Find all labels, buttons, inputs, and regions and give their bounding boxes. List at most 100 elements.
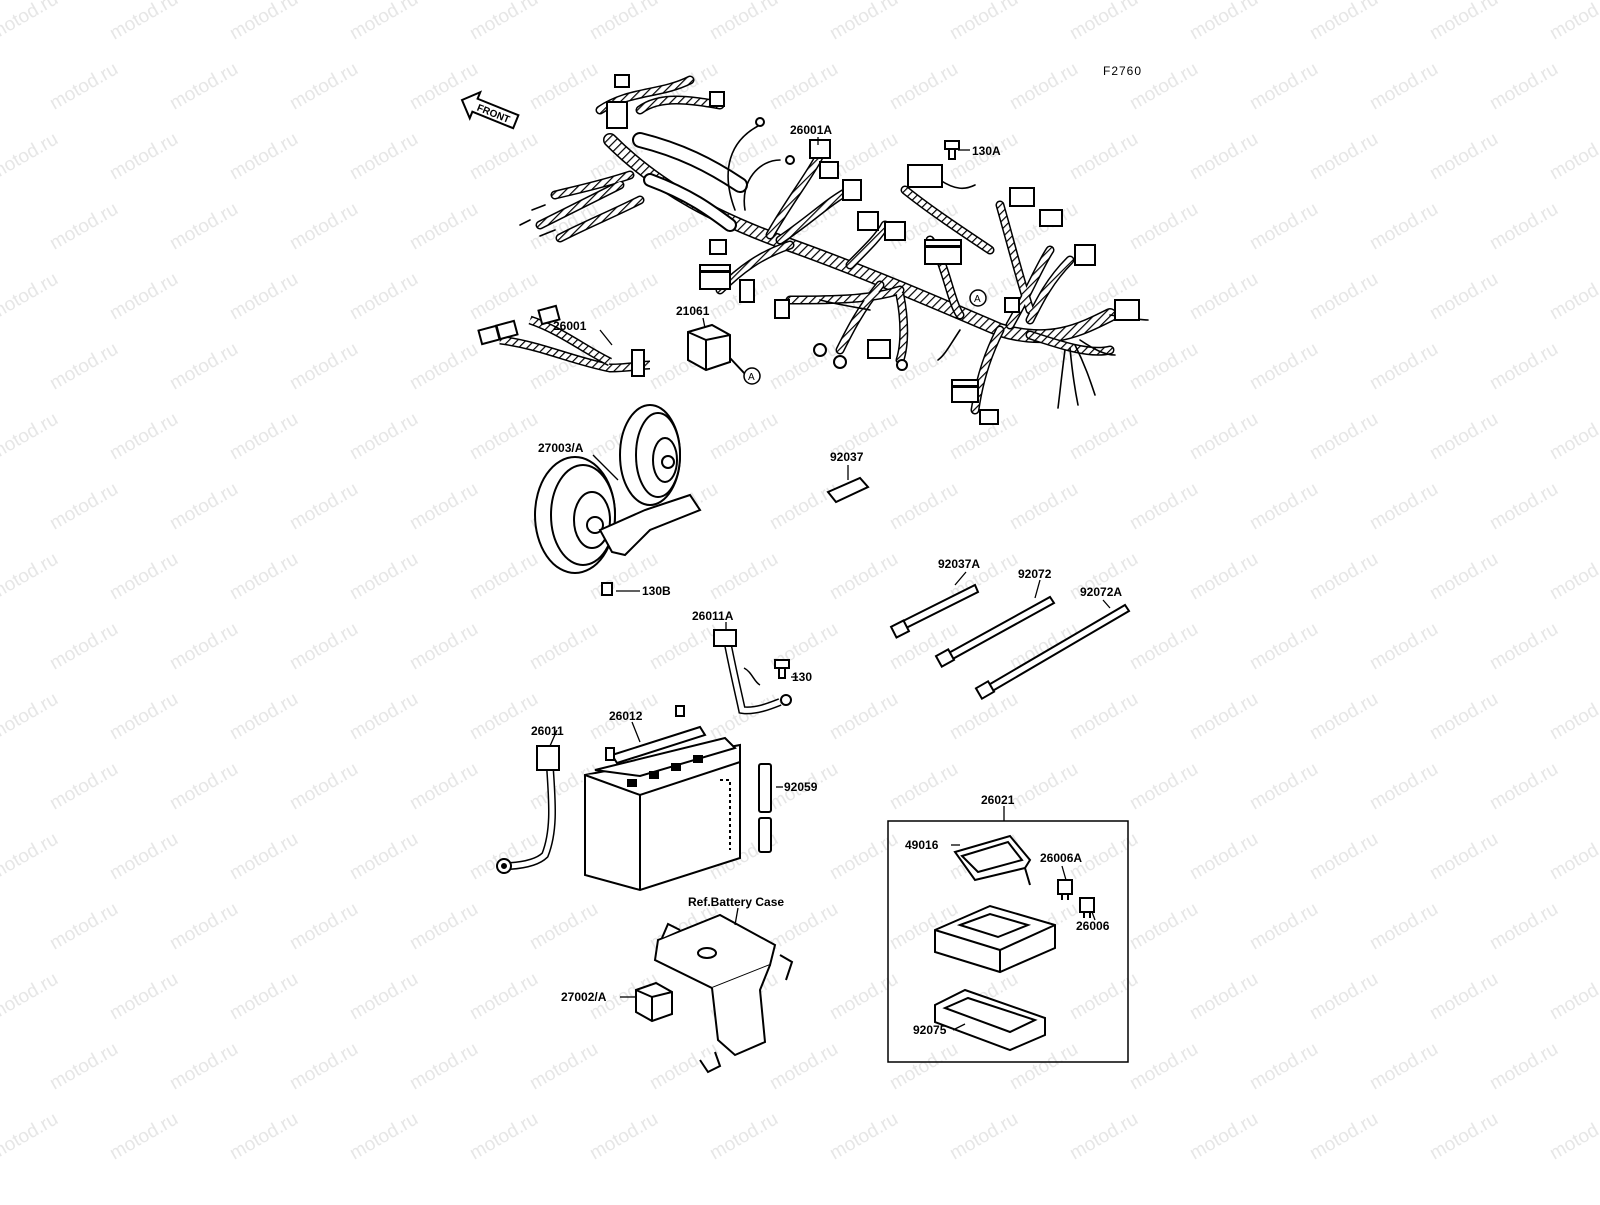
watermark-text: motod.ru xyxy=(1546,269,1600,325)
watermark-text: motod.ru xyxy=(1306,0,1381,44)
watermark-text: motod.ru xyxy=(226,129,301,185)
watermark-text: motod.ru xyxy=(1066,1109,1141,1165)
breather-tube-92059 xyxy=(758,763,772,853)
watermark-text: motod.ru xyxy=(646,619,721,675)
bolt-130 xyxy=(774,659,790,679)
watermark-text: motod.ru xyxy=(46,339,121,395)
watermark-text: motod.ru xyxy=(1246,199,1321,255)
watermark-text: motod.ru xyxy=(1246,899,1321,955)
watermark-text: motod.ru xyxy=(286,619,361,675)
watermark-text: motod.ru xyxy=(1486,1039,1561,1095)
watermark-text: motod.ru xyxy=(406,899,481,955)
watermark-text: motod.ru xyxy=(1366,619,1441,675)
watermark-text: motod.ru xyxy=(346,1109,421,1165)
watermark-text: motod.ru xyxy=(286,899,361,955)
watermark-text: motod.ru xyxy=(106,1109,181,1165)
watermark-text: motod.ru xyxy=(886,59,961,115)
watermark-text: motod.ru xyxy=(106,269,181,325)
watermark-text: motod.ru xyxy=(166,199,241,255)
label-26006: 26006 xyxy=(1076,919,1110,933)
label-26021: 26021 xyxy=(981,793,1015,807)
watermark-text: motod.ru xyxy=(1006,619,1081,675)
watermark-text: motod.ru xyxy=(46,199,121,255)
watermark-text: motod.ru xyxy=(1126,1039,1201,1095)
label-26011: 26011 xyxy=(531,724,564,738)
watermark-text: motod.ru xyxy=(886,479,961,535)
watermark-text: motod.ru xyxy=(826,829,901,885)
watermark-text: motod.ru xyxy=(766,59,841,115)
label-26001: 26001 xyxy=(553,319,587,333)
watermark-text: motod.ru xyxy=(1366,759,1441,815)
watermark-text: motod.ru xyxy=(1126,899,1201,955)
watermark-text: motod.ru xyxy=(0,829,62,885)
sub-harness-26001 xyxy=(477,304,651,377)
watermark-text: motod.ru xyxy=(466,0,541,44)
watermark-text: motod.ru xyxy=(766,1039,841,1095)
watermark-text: motod.ru xyxy=(706,1109,781,1165)
watermark-text: motod.ru xyxy=(226,269,301,325)
watermark-text: motod.ru xyxy=(1246,59,1321,115)
watermark-text: motod.ru xyxy=(0,269,62,325)
watermark-text: motod.ru xyxy=(586,269,661,325)
watermark-text: motod.ru xyxy=(286,339,361,395)
watermark-text: motod.ru xyxy=(346,689,421,745)
watermark-text: motod.ru xyxy=(946,0,1021,44)
label-92072: 92072 xyxy=(1018,567,1052,581)
watermark-text: motod.ru xyxy=(406,759,481,815)
watermark-text: motod.ru xyxy=(1366,339,1441,395)
watermark-text: motod.ru xyxy=(166,59,241,115)
band-92072 xyxy=(934,595,1056,669)
watermark-text: motod.ru xyxy=(46,59,121,115)
watermark-text: motod.ru xyxy=(1546,969,1600,1025)
ref-marker-a-1 xyxy=(743,367,761,385)
watermark-text: motod.ru xyxy=(1546,409,1600,465)
fuse-box-group-frame xyxy=(887,820,1129,1063)
watermark-text: motod.ru xyxy=(766,479,841,535)
watermark-text: motod.ru xyxy=(1126,759,1201,815)
watermark-text: motod.ru xyxy=(166,1039,241,1095)
label-a-1: A xyxy=(748,372,755,383)
label-49016: 49016 xyxy=(905,838,939,852)
watermark-text: motod.ru xyxy=(406,479,481,535)
band-92072a xyxy=(974,603,1131,701)
battery-26012 xyxy=(584,705,741,892)
watermark-text: motod.ru xyxy=(226,409,301,465)
watermark-text: motod.ru xyxy=(1546,829,1600,885)
watermark-text: motod.ru xyxy=(1306,409,1381,465)
watermark-text: motod.ru xyxy=(406,339,481,395)
watermark-text: motod.ru xyxy=(1306,829,1381,885)
watermark-text: motod.ru xyxy=(1366,479,1441,535)
watermark-text: motod.ru xyxy=(226,689,301,745)
leader-lines xyxy=(549,137,1111,1031)
watermark-text: motod.ru xyxy=(1186,1109,1261,1165)
watermark-text: motod.ru xyxy=(946,1109,1021,1165)
watermark-text: motod.ru xyxy=(826,689,901,745)
fuse-26006 xyxy=(1079,897,1095,918)
label-92037a: 92037A xyxy=(938,557,980,571)
watermark-text: motod.ru xyxy=(466,829,541,885)
main-wiring-harness xyxy=(519,74,1149,425)
watermark-text: motod.ru xyxy=(1306,129,1381,185)
watermark-text: motod.ru xyxy=(0,409,62,465)
watermark-text: motod.ru xyxy=(1426,409,1501,465)
watermark-text: motod.ru xyxy=(466,409,541,465)
label-130a: 130A xyxy=(972,144,1001,158)
watermark-text: motod.ru xyxy=(1186,549,1261,605)
watermark-text: motod.ru xyxy=(46,899,121,955)
watermark-text: motod.ru xyxy=(106,409,181,465)
watermark-text: motod.ru xyxy=(406,199,481,255)
watermark-text: motod.ru xyxy=(526,59,601,115)
watermark-text: motod.ru xyxy=(526,899,601,955)
watermark-text: motod.ru xyxy=(1486,899,1561,955)
label-ref-battery-case: Ref.Battery Case xyxy=(688,895,784,909)
watermark-text: motod.ru xyxy=(0,969,62,1025)
watermark-text: motod.ru xyxy=(346,829,421,885)
watermark-text: motod.ru xyxy=(1486,759,1561,815)
watermark-text: motod.ru xyxy=(1486,619,1561,675)
watermark-text: motod.ru xyxy=(1186,829,1261,885)
battery-cable-26011a xyxy=(713,629,792,715)
watermark-text: motod.ru xyxy=(286,759,361,815)
watermark-text: motod.ru xyxy=(1186,0,1261,44)
watermark-text: motod.ru xyxy=(1306,269,1381,325)
